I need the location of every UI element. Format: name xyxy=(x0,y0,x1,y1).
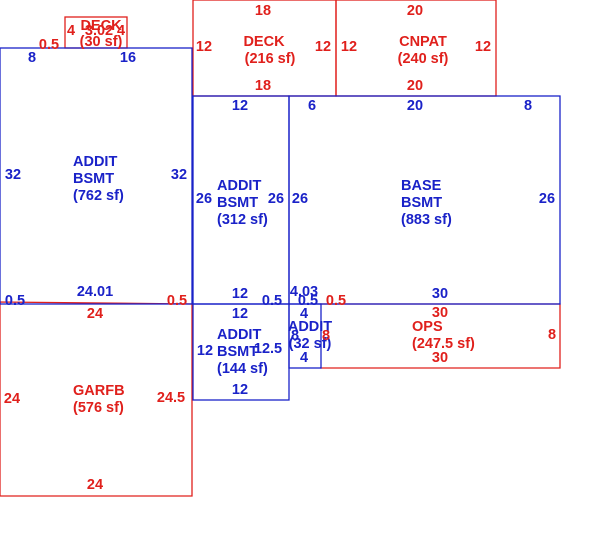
dim-base-top: 20 xyxy=(407,98,423,114)
dim-cnpat-top: 20 xyxy=(407,3,423,19)
dim-a312-br: 0.5 xyxy=(262,293,282,309)
dim-a144-left: 12 xyxy=(197,343,213,359)
dim-base-right: 26 xyxy=(539,191,555,207)
base-bsmt-area: (883 sf) xyxy=(401,212,452,228)
dim-deck-bottom: 18 xyxy=(255,78,271,94)
dim-deck-small-top-c: 4 xyxy=(117,23,125,39)
addit-bsmt-144-label: ADDIT xyxy=(217,327,261,343)
dim-deck-small-left: 0.5 xyxy=(39,37,59,53)
dim-a32-left: 8 xyxy=(291,328,299,344)
dim-cnpat-left: 12 xyxy=(341,39,357,55)
garfb-outline xyxy=(0,301,193,497)
dim-base-top-left: 6 xyxy=(308,98,316,114)
area-outlines xyxy=(0,0,561,497)
dim-cnpat-right: 12 xyxy=(475,39,491,55)
dim-a312-top: 12 xyxy=(232,98,248,114)
garfb-label: GARFB xyxy=(73,383,125,399)
addit-bsmt-312-label2: BSMT xyxy=(217,195,258,211)
dim-garfb-bottom: 24 xyxy=(87,477,103,493)
ops-label: OPS xyxy=(412,319,443,335)
garfb-area: (576 sf) xyxy=(73,400,124,416)
addit-bsmt-762-label2: BSMT xyxy=(73,171,114,187)
addit-bsmt-312-label: ADDIT xyxy=(217,178,261,194)
dim-a144-bottom: 12 xyxy=(232,382,248,398)
dim-base-bl2: 0.5 xyxy=(298,293,318,309)
dim-garfb-left: 24 xyxy=(4,391,20,407)
deck-small-label: DECK xyxy=(80,18,122,34)
dim-deck-small-top: 4 xyxy=(67,23,75,39)
dim-base-top-right: 8 xyxy=(524,98,532,114)
addit-bsmt-762-outline xyxy=(0,47,193,305)
dim-a762-bl: 0.5 xyxy=(5,293,25,309)
dim-a762-bottom: 24.01 xyxy=(77,284,113,300)
addit-bsmt-762-label: ADDIT xyxy=(73,154,117,170)
deck-area: (216 sf) xyxy=(245,51,296,67)
addit-bsmt-762-area: (762 sf) xyxy=(73,188,124,204)
addit-32-area: (32 sf) xyxy=(289,336,332,352)
dim-base-bl3: 0.5 xyxy=(326,293,346,309)
dim-base-bottom: 30 xyxy=(432,286,448,302)
dim-a312-bottom: 12 xyxy=(232,286,248,302)
dim-a32-bottom: 4 xyxy=(300,350,308,366)
ops-area: (247.5 sf) xyxy=(412,336,475,352)
dim-ops-top: 30 xyxy=(432,305,448,321)
dim-a762-top-left: 8 xyxy=(28,50,36,66)
dim-a144-top: 12 xyxy=(232,306,248,322)
dim-a762-br: 0.5 xyxy=(167,293,187,309)
addit-32-outline xyxy=(288,303,322,369)
dimension-labels: 4 3.02 4 0.5 18 18 12 12 20 20 12 12 8 1… xyxy=(4,3,556,493)
dim-a312-left: 26 xyxy=(196,191,212,207)
deck-small-area: (30 sf) xyxy=(80,34,123,50)
dim-base-left: 26 xyxy=(292,191,308,207)
dim-a144-right: 12.5 xyxy=(254,341,282,357)
dim-ops-bottom: 30 xyxy=(432,350,448,366)
addit-bsmt-312-area: (312 sf) xyxy=(217,212,268,228)
dim-a762-left: 32 xyxy=(5,167,21,183)
cnpat-area: (240 sf) xyxy=(398,51,449,67)
dim-deck-left: 12 xyxy=(196,39,212,55)
dim-a762-right: 32 xyxy=(171,167,187,183)
dim-a312-right: 26 xyxy=(268,191,284,207)
dim-garfb-top: 24 xyxy=(87,306,103,322)
dim-a32-right: 8 xyxy=(322,328,330,344)
cnpat-label: CNPAT xyxy=(399,34,447,50)
dim-cnpat-bottom: 20 xyxy=(407,78,423,94)
addit-32-label: ADDIT xyxy=(288,319,332,335)
dim-a762-top-right: 16 xyxy=(120,50,136,66)
addit-bsmt-144-label2: BSMT xyxy=(217,344,258,360)
area-labels: DECK (30 sf) DECK (216 sf) CNPAT (240 sf… xyxy=(73,18,475,416)
base-bsmt-label: BASE xyxy=(401,178,442,194)
dim-deck-right: 12 xyxy=(315,39,331,55)
base-bsmt-outline xyxy=(288,95,561,305)
deck-label: DECK xyxy=(243,34,285,50)
dim-deck-small-top-b: 3.02 xyxy=(85,23,113,39)
base-bsmt-label2: BSMT xyxy=(401,195,442,211)
dim-garfb-right: 24.5 xyxy=(157,390,185,406)
addit-bsmt-144-area: (144 sf) xyxy=(217,361,268,377)
dim-base-bl: 4.03 xyxy=(290,284,318,300)
dim-a32-top: 4 xyxy=(300,306,308,322)
dim-deck-top: 18 xyxy=(255,3,271,19)
dim-ops-right: 8 xyxy=(548,327,556,343)
